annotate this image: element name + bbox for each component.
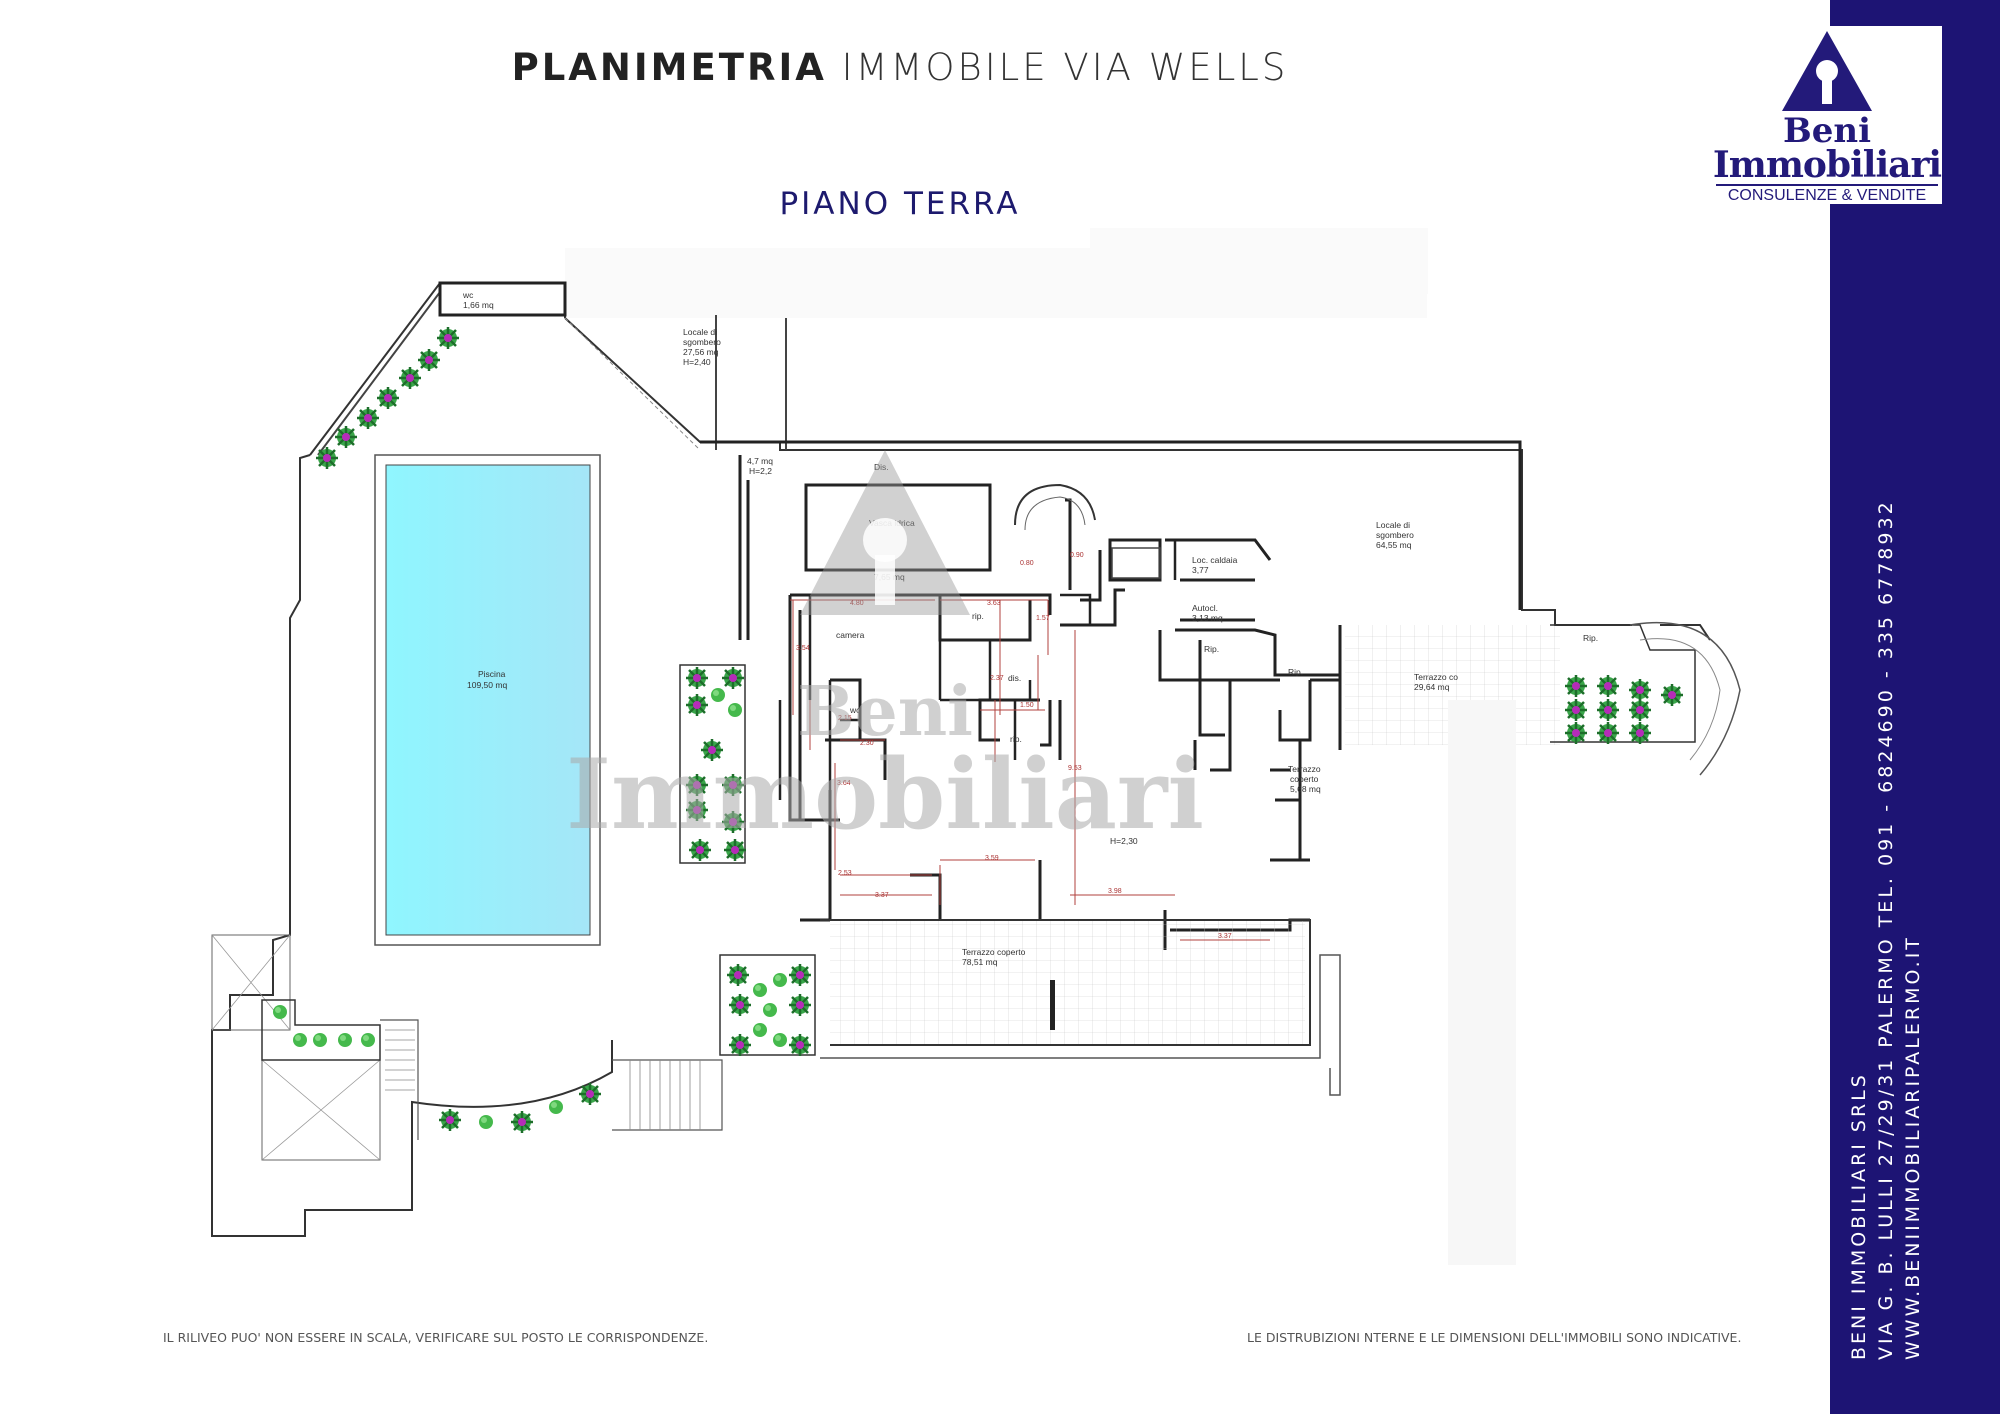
logo-line1: Beni — [1782, 111, 1871, 151]
sgombero1-l3: 27,56 mq — [683, 347, 719, 357]
pool-area: 109,50 mq — [467, 680, 507, 690]
brand-sidebar — [1830, 0, 2000, 1414]
sgombero2-l3: 64,55 mq — [1376, 540, 1412, 550]
watermark-line1: Beni — [797, 672, 973, 752]
dim-17: 0.90 — [1070, 552, 1084, 559]
wc-top-area: 1,66 mq — [463, 300, 494, 310]
floor-subtitle: PIANO TERRA — [779, 186, 1021, 222]
wc-2: wc — [849, 705, 861, 715]
camera-label: camera — [836, 630, 865, 640]
rip-2: rip. — [1010, 734, 1022, 744]
terrazzo1-area: 29,64 mq — [1414, 682, 1450, 692]
rip-3: Rip. — [1204, 644, 1219, 654]
terrazzo-main-floor — [830, 920, 1305, 1045]
masked-area — [1090, 228, 1428, 294]
terrazzo1-name: Terrazzo co — [1414, 672, 1458, 682]
wc-top-label: wc — [462, 290, 474, 300]
dim-3: 3.54 — [796, 645, 810, 652]
logo-line2: Immobiliari — [1712, 144, 1942, 186]
dim-13: 3.37 — [875, 892, 889, 899]
pool — [385, 464, 591, 936]
sidebar-address: VIA G. B. LULLI 27/29/31 PALERMO TEL. 09… — [1875, 499, 1897, 1360]
loc-caldaia: Loc. caldaia — [1192, 555, 1238, 565]
dim-7: 2.15 — [838, 715, 852, 722]
wc-top — [438, 281, 567, 317]
dim-8: 2.30 — [860, 740, 874, 747]
page-title: PLANIMETRIA IMMOBILE VIA WELLS — [0, 46, 1800, 89]
h230: H=2,30 — [1110, 836, 1138, 846]
floor-plan: wc 1,66 mq Piscina 109,50 mq — [211, 228, 1741, 1265]
sgombero1-l1: Locale di — [683, 327, 717, 337]
dim-15: 3.37 — [1218, 933, 1232, 940]
watermark-line2: Immobiliari — [566, 738, 1204, 851]
sgombero1-l4: H=2,40 — [683, 357, 711, 367]
terrazzo3-area: 78,51 mq — [962, 957, 998, 967]
logo: Beni Immobiliari CONSULENZE & VENDITE — [1712, 26, 1942, 204]
dim-10: 9.53 — [1068, 765, 1082, 772]
watermark: Beni Immobiliari — [566, 450, 1204, 851]
sgombero2-l1: Locale di — [1376, 520, 1410, 530]
masked-column — [1448, 700, 1516, 1265]
autocl-area: 3,13 mq — [1192, 613, 1223, 623]
footer-right-note: LE DISTRUBIZIONI NTERNE E LE DIMENSIONI … — [1247, 1330, 1742, 1345]
loc-caldaia-area: 3,77 — [1192, 565, 1209, 575]
logo-line3: CONSULENZE & VENDITE — [1716, 184, 1938, 205]
small-room-area: 4,7 mq — [747, 456, 773, 466]
title-bold: PLANIMETRIA — [511, 46, 827, 89]
dis-top: Dis. — [874, 462, 889, 472]
terrazzo2-l1: Terrazzo — [1288, 764, 1321, 774]
dim-9: 3.64 — [837, 780, 851, 787]
sgombero2-l2: sgombero — [1376, 530, 1414, 540]
dim-16: 0.80 — [1020, 560, 1034, 567]
sidebar-website[interactable]: WWW.BENIIMMOBILIARIPALERMO.IT — [1902, 935, 1924, 1360]
dim-2: 3.63 — [987, 600, 1001, 607]
sgombero1-l2: sgombero — [683, 337, 721, 347]
footer-left-note: IL RILIVEO PUO' NON ESSERE IN SCALA, VER… — [163, 1330, 709, 1345]
title-light: IMMOBILE VIA WELLS — [841, 46, 1289, 89]
autocl: Autocl. — [1192, 603, 1218, 613]
dim-4: 1.57 — [1036, 615, 1050, 622]
dim-12: 2.53 — [838, 870, 852, 877]
dim-11: 3.59 — [985, 855, 999, 862]
terrazzo3-name: Terrazzo coperto — [962, 947, 1026, 957]
dim-6: 1.50 — [1020, 702, 1034, 709]
pool-label: Piscina — [478, 669, 506, 679]
sidebar-company: BENI IMMOBILIARI SRLS — [1848, 1072, 1870, 1360]
terrazzo2-l2: coperto — [1290, 774, 1319, 784]
dis-2: dis. — [1008, 673, 1021, 683]
rip-4: Rip. — [1288, 667, 1303, 677]
rip-5: Rip. — [1583, 633, 1598, 643]
keyhole-logo-icon — [1782, 31, 1872, 111]
dim-14: 3.98 — [1108, 888, 1122, 895]
rip-1: rip. — [972, 611, 984, 621]
small-room-h: H=2,2 — [749, 466, 772, 476]
dim-5: 2.37 — [990, 675, 1004, 682]
terrazzo2-l3: 5,68 mq — [1290, 784, 1321, 794]
dim-1: 4.80 — [850, 600, 864, 607]
